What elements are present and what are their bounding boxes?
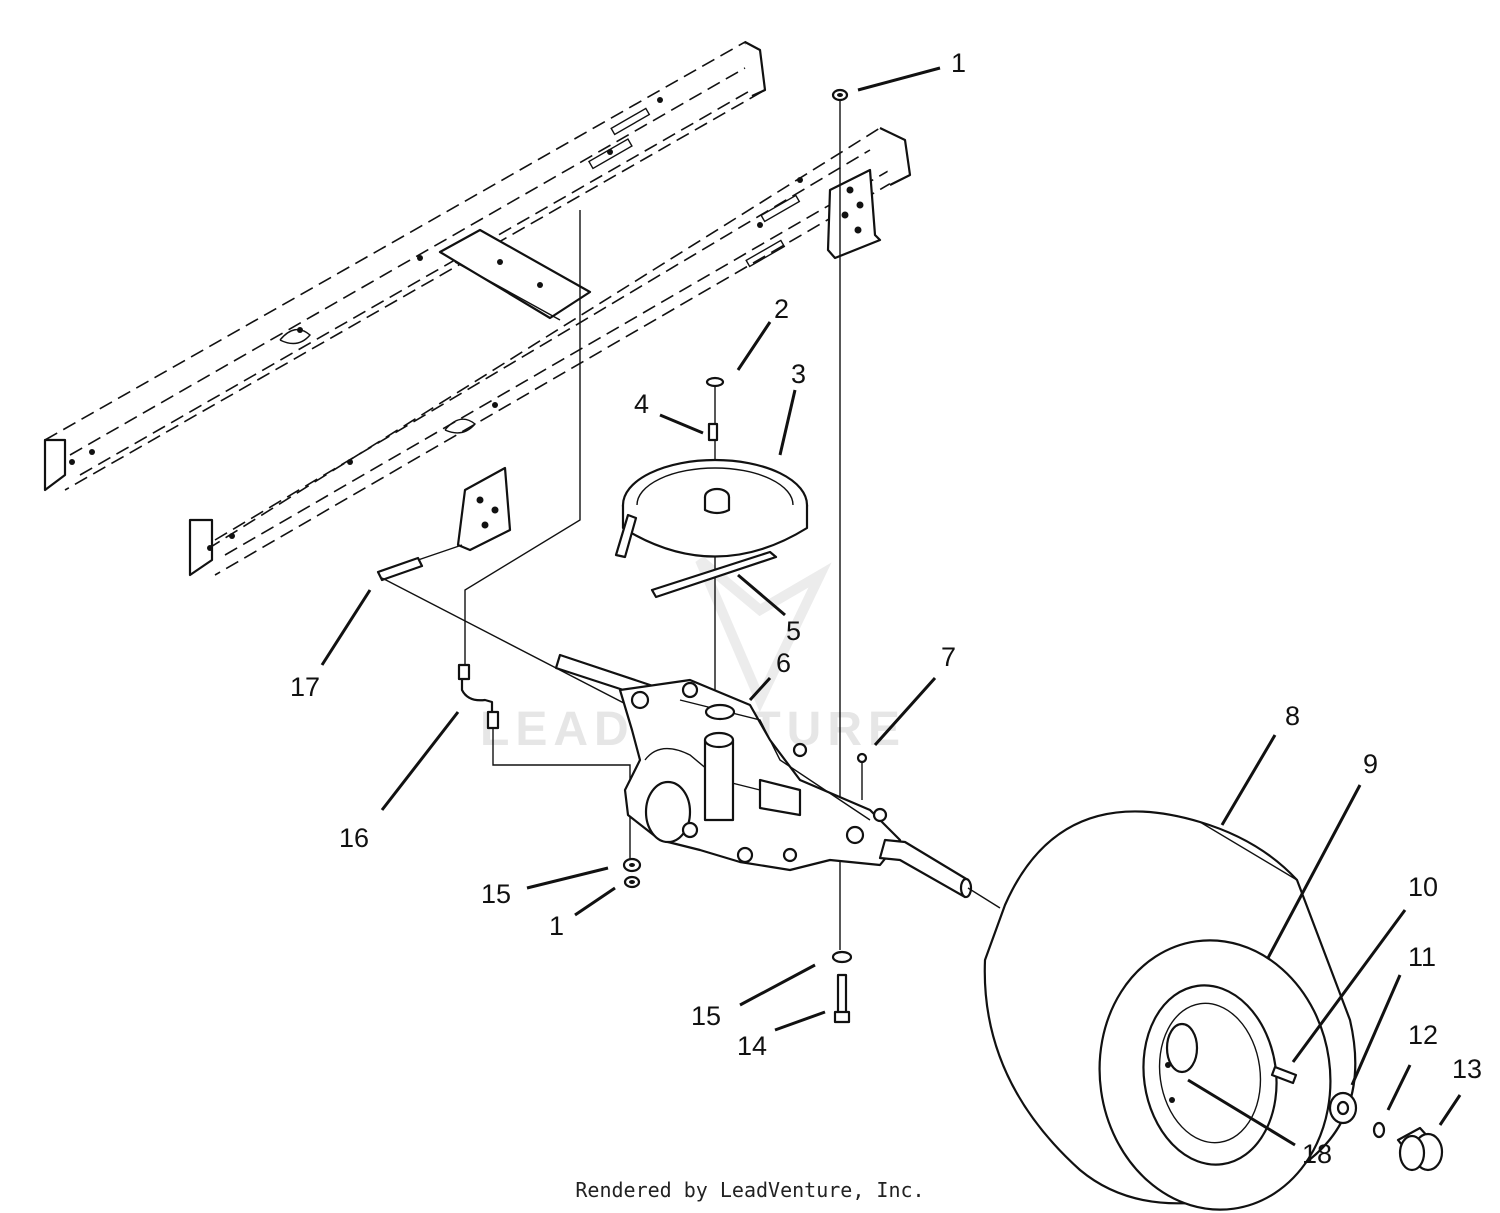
part-18-leader [1187,1078,1296,1147]
part-15-washer-right [831,950,853,964]
part-9-rim [1142,984,1278,1166]
callout-17: 17 [290,672,320,702]
callout-6: 6 [776,648,791,678]
part-12-ring [1372,1121,1386,1139]
footer-credit: Rendered by LeadVenture, Inc. [575,1178,925,1202]
callout-14: 14 [737,1031,767,1061]
part-10-key [1270,1065,1298,1085]
part-7-bolt [856,752,868,800]
callout-1-lower: 1 [549,911,564,941]
mounting-bracket-right [826,168,882,260]
part-6-transaxle [554,653,1001,909]
callout-12: 12 [1408,1020,1438,1050]
part-16-rod [457,663,631,860]
part-1-nut [831,88,849,102]
part-4-set-screw [707,422,719,442]
part-1-nut-lower [623,875,641,889]
frame-rail-rear [43,40,767,492]
part-11-washer [1328,1091,1358,1125]
callout-16: 16 [339,823,369,853]
callout-2: 2 [774,294,789,324]
mounting-bracket-left [456,466,512,552]
part-3-pulley [621,458,809,558]
callout-15-left: 15 [481,879,511,909]
callout-11: 11 [1408,942,1436,972]
frame-cross-member [438,228,592,321]
callout-7: 7 [941,642,956,672]
callout-labels: 1 2 3 4 5 6 7 8 9 10 11 12 13 14 15 16 1… [290,48,1482,1169]
callout-1-top: 1 [951,48,966,78]
callout-18: 18 [1302,1139,1332,1169]
callout-3: 3 [791,359,806,389]
callout-15-right: 15 [691,1001,721,1031]
part-15-washer-left [622,857,642,873]
callout-10: 10 [1408,872,1438,902]
callout-9: 9 [1363,749,1378,779]
frame-rail-front [188,126,912,577]
part-13-hub-cap [1396,1126,1444,1172]
leader-lines [320,66,1462,1126]
part-14-bolt [833,973,851,1024]
callout-5: 5 [786,616,801,646]
callout-8: 8 [1285,701,1300,731]
callout-13: 13 [1452,1054,1482,1084]
part-2-key [705,376,725,388]
callout-4: 4 [634,389,649,419]
part-5-belt [614,513,778,599]
